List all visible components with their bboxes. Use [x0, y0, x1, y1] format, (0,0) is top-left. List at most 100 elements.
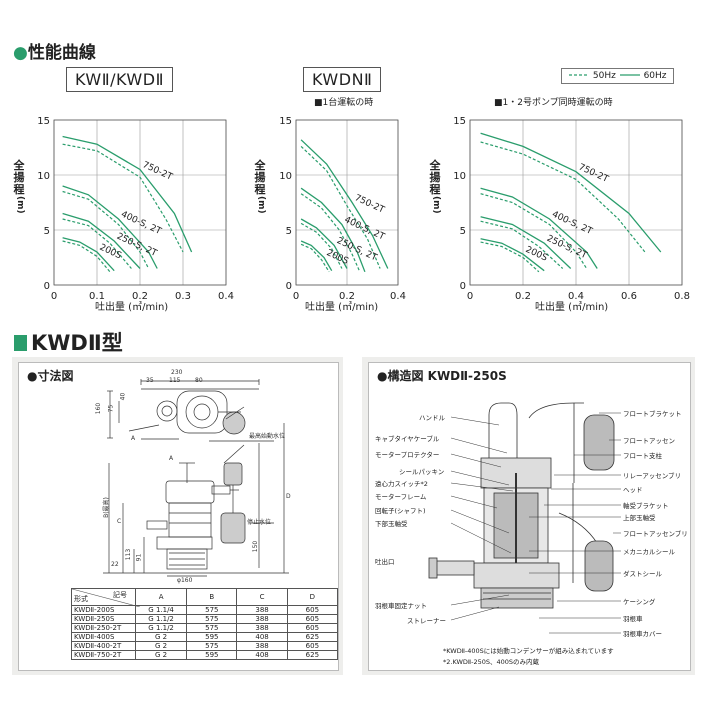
label-head: ヘッド [623, 486, 643, 494]
x-tick-label: 0.4 [568, 291, 584, 302]
table-col-header: A [134, 588, 188, 606]
table-cell: 605 [286, 623, 339, 633]
table-cell: 595 [186, 650, 238, 660]
label-float-post: フロート支柱 [623, 452, 662, 460]
series-line-60hz [480, 132, 662, 253]
chart-legend: 50Hz 60Hz [561, 68, 674, 84]
table-cell: 388 [236, 614, 288, 624]
x-axis-label-3: 吐出量 (㎥/min) [535, 302, 609, 313]
table-cell: KWDⅡ-400-2T [71, 641, 136, 651]
footnote-2: *2.KWDⅡ-250S、400Sのみ内蔵 [443, 658, 540, 666]
label-handle: ハンドル [419, 414, 445, 422]
table-cell: KWDⅡ-750-2T [71, 650, 136, 660]
y-axis-label-1: 全揚程(m) [13, 159, 26, 214]
label-relay-assy: リレーアッセンブリ [623, 472, 682, 480]
y-tick-label: 10 [37, 171, 50, 182]
table-cell: G 1.1/2 [134, 614, 188, 624]
legend-dash-icon [569, 74, 589, 76]
dim-40: 40 [119, 392, 127, 401]
table-cell: 575 [186, 623, 238, 633]
table-header-row: 記号 形式 A B C D [71, 588, 339, 607]
table-col-header: D [286, 588, 339, 606]
x-axis-label-1: 吐出量 (㎥/min) [95, 302, 169, 313]
series-line-60hz [480, 238, 545, 272]
label-float-assy: フロートアッセン [623, 437, 675, 445]
x-tick-label: 0 [51, 291, 57, 302]
label-bearing-bracket: 軸受ブラケット [623, 502, 669, 510]
series-line-60hz [62, 237, 115, 272]
legend-solid-label: 60Hz [643, 71, 667, 81]
label-float-bracket: フロートブラケット [623, 410, 682, 418]
table-cell: G 1.1/4 [134, 605, 188, 615]
y-axis-label-2: 全揚程(m) [254, 159, 267, 214]
label-seal-packing: シールパッキン [399, 468, 445, 476]
dim-a-label: A [131, 435, 136, 442]
x-tick-label: 0.4 [390, 291, 406, 302]
y-tick-label: 15 [37, 116, 50, 127]
dim-115: 115 [169, 377, 181, 384]
series-line-50hz [480, 241, 540, 273]
table-cell: 575 [186, 641, 238, 651]
y-tick-label: 5 [460, 226, 466, 237]
series-line-60hz [300, 187, 366, 273]
y-axis-label-3: 全揚程(m) [429, 159, 442, 214]
x-axis-label-2: 吐出量 (㎥/min) [305, 302, 379, 313]
table-cell: 388 [236, 641, 288, 651]
y-tick-label: 0 [460, 281, 466, 292]
x-tick-label: 0.6 [621, 291, 637, 302]
x-tick-label: 0.2 [132, 291, 148, 302]
table-cell: KWDⅡ-250S [71, 614, 136, 624]
label-casing: ケーシング [623, 598, 656, 606]
x-tick-label: 0.2 [515, 291, 531, 302]
y-tick-label: 0 [44, 281, 50, 292]
series-line-60hz [300, 218, 348, 269]
x-tick-label: 0.2 [339, 291, 355, 302]
x-tick-label: 0.4 [218, 291, 234, 302]
note-dual: ■1・2号ポンプ同時運転の時 [494, 98, 613, 108]
plot-frame [295, 119, 399, 286]
dim-35: 35 [146, 377, 154, 384]
dim-stop-level: 停止水位 [247, 519, 272, 526]
chart-tag-kw: KWⅡ/KWDⅡ [66, 67, 173, 92]
series-label: 250-S, 2T [115, 232, 159, 259]
series-line-60hz [62, 212, 141, 269]
x-tick-label: 0.8 [674, 291, 690, 302]
label-mech-seal: メカニカルシール [623, 548, 675, 556]
series-line-50hz [62, 240, 111, 273]
note-single: ■1台運転の時 [314, 98, 374, 108]
series-line-50hz [62, 218, 132, 269]
table-col-header: B [186, 588, 238, 606]
dim-start-level: 最高始動水位 [249, 433, 286, 440]
dim-113: 113 [125, 548, 133, 561]
chart-tag-kwdn: KWDNⅡ [303, 67, 382, 92]
dim-panel: ●寸法図 [18, 362, 339, 671]
table-cell: G 2 [134, 632, 188, 642]
heading-square-icon [14, 335, 27, 351]
label-dust-seal: ダストシール [623, 570, 662, 578]
series-label: 750-2T [577, 162, 610, 185]
table-cell: 605 [286, 614, 339, 624]
struct-panel-title: ●構造図 KWDⅡ-250S [377, 369, 507, 383]
y-tick-label: 5 [44, 226, 50, 237]
dim-91: 91 [135, 553, 143, 562]
table-cell: 408 [236, 650, 288, 660]
section-title: ●性能曲線 [13, 43, 96, 63]
dim-c-label: C [117, 518, 122, 525]
bullet-icon: ● [13, 43, 28, 63]
label-impeller-cover: 羽根車カバー [623, 630, 662, 638]
dim-panel-title: ●寸法図 [27, 369, 74, 383]
table-cell: 408 [236, 632, 288, 642]
x-tick-label: 0 [467, 291, 473, 302]
y-tick-label: 10 [279, 171, 292, 182]
table-col-header: C [236, 588, 288, 606]
series-line-50hz [480, 220, 564, 269]
table-corner-cell: 記号 形式 [71, 588, 140, 607]
label-lower-bearing: 下部玉軸受 [375, 520, 408, 528]
label-motor-protector: モータープロテクター [375, 451, 440, 459]
